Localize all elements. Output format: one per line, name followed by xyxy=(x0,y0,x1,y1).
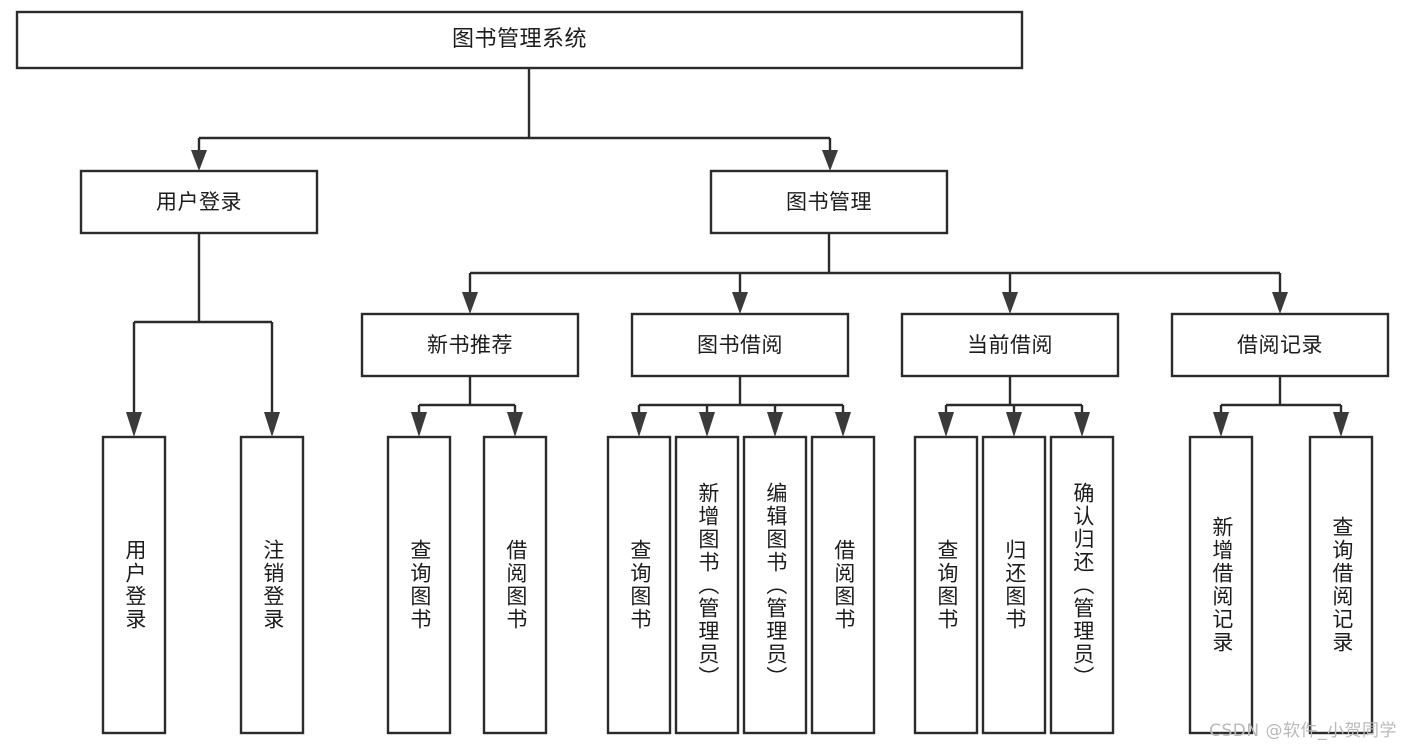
node-box-book-borrow[interactable] xyxy=(630,312,850,378)
node-box-leaf-2[interactable] xyxy=(386,435,452,735)
connector-userlogin-to-leaves xyxy=(126,233,280,437)
node-box-leaf-0[interactable] xyxy=(101,435,167,735)
connector-newbook-to-leaves xyxy=(411,376,523,437)
node-box-leaf-8[interactable] xyxy=(913,435,979,735)
node-box-current-borrow[interactable] xyxy=(900,312,1120,378)
node-box-leaf-11[interactable] xyxy=(1188,435,1254,735)
node-box-user-login[interactable] xyxy=(79,169,319,235)
connector-root-to-level2 xyxy=(191,68,838,171)
node-box-leaf-3[interactable] xyxy=(482,435,548,735)
node-box-leaf-6[interactable] xyxy=(742,435,808,735)
node-box-new-book-recommend[interactable] xyxy=(360,312,580,378)
node-box-leaf-9[interactable] xyxy=(981,435,1047,735)
watermark: CSDN @软件_小贺同学 xyxy=(1209,721,1397,741)
node-box-leaf-7[interactable] xyxy=(810,435,876,735)
node-box-leaf-12[interactable] xyxy=(1308,435,1374,735)
connector-bookmgmt-to-level3 xyxy=(462,233,1288,314)
node-box-leaf-4[interactable] xyxy=(606,435,672,735)
connector-borrowrecord-to-leaves xyxy=(1213,376,1349,437)
node-box-borrow-record[interactable] xyxy=(1170,312,1390,378)
node-box-book-management[interactable] xyxy=(709,169,949,235)
node-box-leaf-1[interactable] xyxy=(239,435,305,735)
node-box-root[interactable] xyxy=(15,10,1024,70)
connector-bookborrow-to-leaves xyxy=(631,376,851,437)
connector-currentborrow-to-leaves xyxy=(938,376,1090,437)
node-box-leaf-10[interactable] xyxy=(1049,435,1115,735)
node-box-leaf-5[interactable] xyxy=(674,435,740,735)
